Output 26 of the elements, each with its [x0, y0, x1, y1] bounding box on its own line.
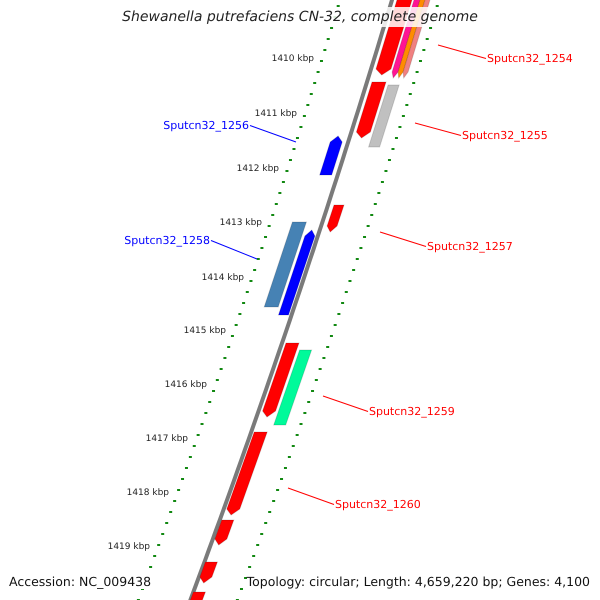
leader-line [210, 240, 258, 260]
footer-text: Topology: circular; Length: 4,659,220 bp; Genes: 4,100 [246, 574, 590, 589]
leader-line [322, 396, 368, 412]
leader-line [414, 122, 462, 136]
gene-label: Sputcn32_1254 [487, 52, 573, 65]
tick-label: 1415 kbp [184, 326, 226, 337]
gene-label: Sputcn32_1259 [369, 405, 455, 418]
tick-label: 1419 kbp [108, 542, 150, 553]
footer-text: Accession: NC_009438 [9, 574, 152, 589]
leader-line [438, 44, 486, 59]
tick-label: 1416 kbp [164, 380, 207, 391]
gene-label: Sputcn32_1260 [335, 498, 421, 511]
leader-line [380, 232, 426, 247]
tick-label: 1418 kbp [126, 488, 169, 499]
tick-label: 1417 kbp [146, 434, 188, 445]
tick-label: 1414 kbp [202, 273, 244, 284]
tick-label: 1410 kbp [272, 54, 314, 65]
leader-line [250, 125, 296, 142]
gene-label: Sputcn32_1258 [124, 234, 210, 247]
tick-label: 1413 kbp [220, 218, 262, 229]
gene-label: Sputcn32_1255 [462, 129, 548, 142]
gene-label: Sputcn32_1256 [163, 119, 249, 132]
tick-label: 1412 kbp [236, 164, 279, 175]
leader-line [288, 488, 334, 505]
tick-label: 1411 kbp [254, 109, 297, 120]
gene-label: Sputcn32_1257 [427, 240, 513, 253]
